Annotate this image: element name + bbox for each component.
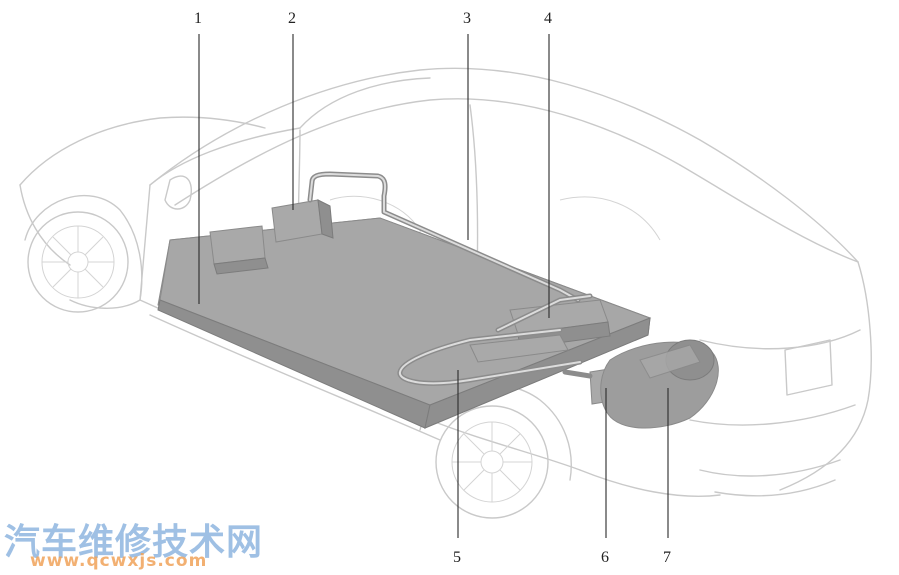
callout-label-4: 4	[544, 10, 552, 27]
rear-motor	[600, 339, 719, 429]
callout-label-1: 1	[194, 10, 202, 27]
charger-module	[271, 199, 334, 243]
callout-label-7: 7	[663, 549, 671, 566]
callout-label-5: 5	[453, 549, 461, 566]
battery-pack	[157, 217, 652, 429]
watermark-site-name: 汽车维修技术网	[4, 522, 264, 563]
coolant-loop-hose	[397, 327, 583, 386]
rear-power-electronics	[495, 293, 611, 349]
coolant-pipe	[307, 171, 581, 303]
callout-label-2: 2	[288, 10, 296, 27]
callout-label-6: 6	[601, 549, 609, 566]
leader-lines	[198, 34, 669, 538]
watermark-site-url: www.qcwxjs.com	[30, 551, 208, 571]
callout-label-3: 3	[463, 10, 471, 27]
